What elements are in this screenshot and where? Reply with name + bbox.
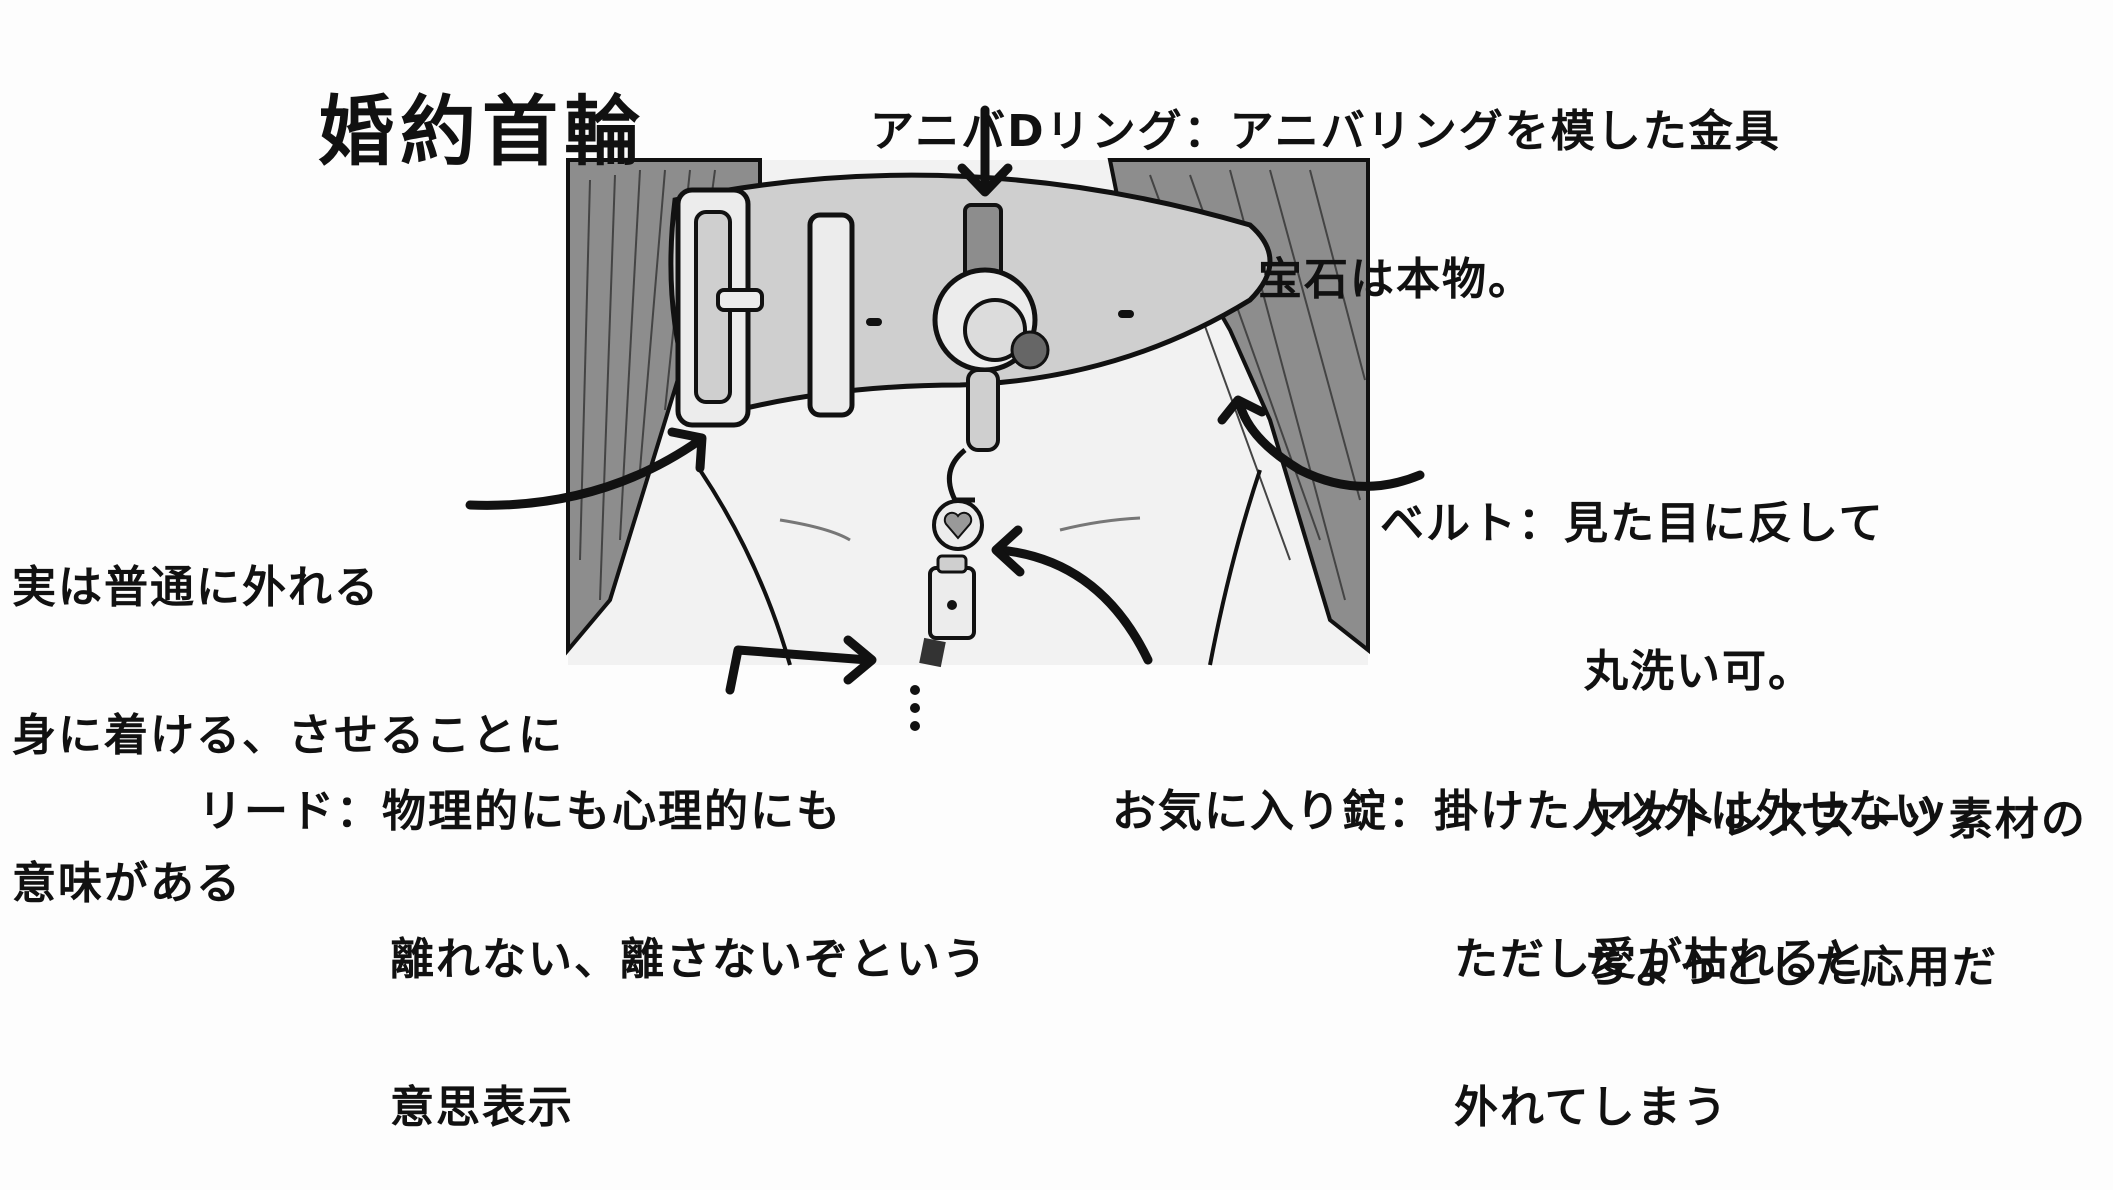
annotation-lock-line-1: お気に入り錠：掛けた人以外は外せない: [1112, 786, 1940, 837]
annotation-belt-line-1: ベルト：見た目に反して: [1380, 498, 1885, 549]
annotation-lock-line-2: ただし愛が枯れると: [1454, 934, 1868, 985]
leash: [919, 637, 946, 668]
annotation-leash: リード：物理的にも心理的にも 離れない、離さないぞという 意思表示: [198, 702, 988, 1190]
keeper-loop: [807, 212, 855, 418]
annotation-ring-line-1: アニバDリング：アニバリングを模した金具: [870, 106, 1781, 157]
title: 婚約首輪: [318, 87, 646, 176]
annotation-leash-line-1: リード：物理的にも心理的にも: [198, 786, 842, 837]
annotation-removable-line-2: 身に着ける、させることに: [12, 710, 564, 761]
arrow-removable: [465, 435, 705, 510]
arrow-belt: [1235, 400, 1425, 491]
annotation-lock-line-3: 外れてしまう: [1454, 1082, 1729, 1133]
annotation-belt-line-3: アクトレススーツ素材の: [1584, 794, 2087, 845]
annotation-leash-line-2: 離れない、離さないぞという: [390, 934, 988, 985]
annotation-ring: アニバDリング：アニバリングを模した金具 宝石は本物。: [870, 22, 1781, 362]
collar-illustration: [465, 105, 1425, 731]
annotation-belt-line-2: 丸洗い可。: [1584, 646, 1814, 697]
arrow-lock: [995, 545, 1153, 665]
annotation-lock: お気に入り錠：掛けた人以外は外せない ただし愛が枯れると 外れてしまう: [1112, 702, 1940, 1190]
arrow-leash: [725, 645, 873, 695]
annotation-leash-line-3: 意思表示: [390, 1082, 574, 1133]
annotation-removable-line-1: 実は普通に外れる: [12, 562, 380, 613]
annotation-ring-line-2: 宝石は本物。: [1258, 254, 1534, 305]
gem: [1010, 330, 1050, 370]
